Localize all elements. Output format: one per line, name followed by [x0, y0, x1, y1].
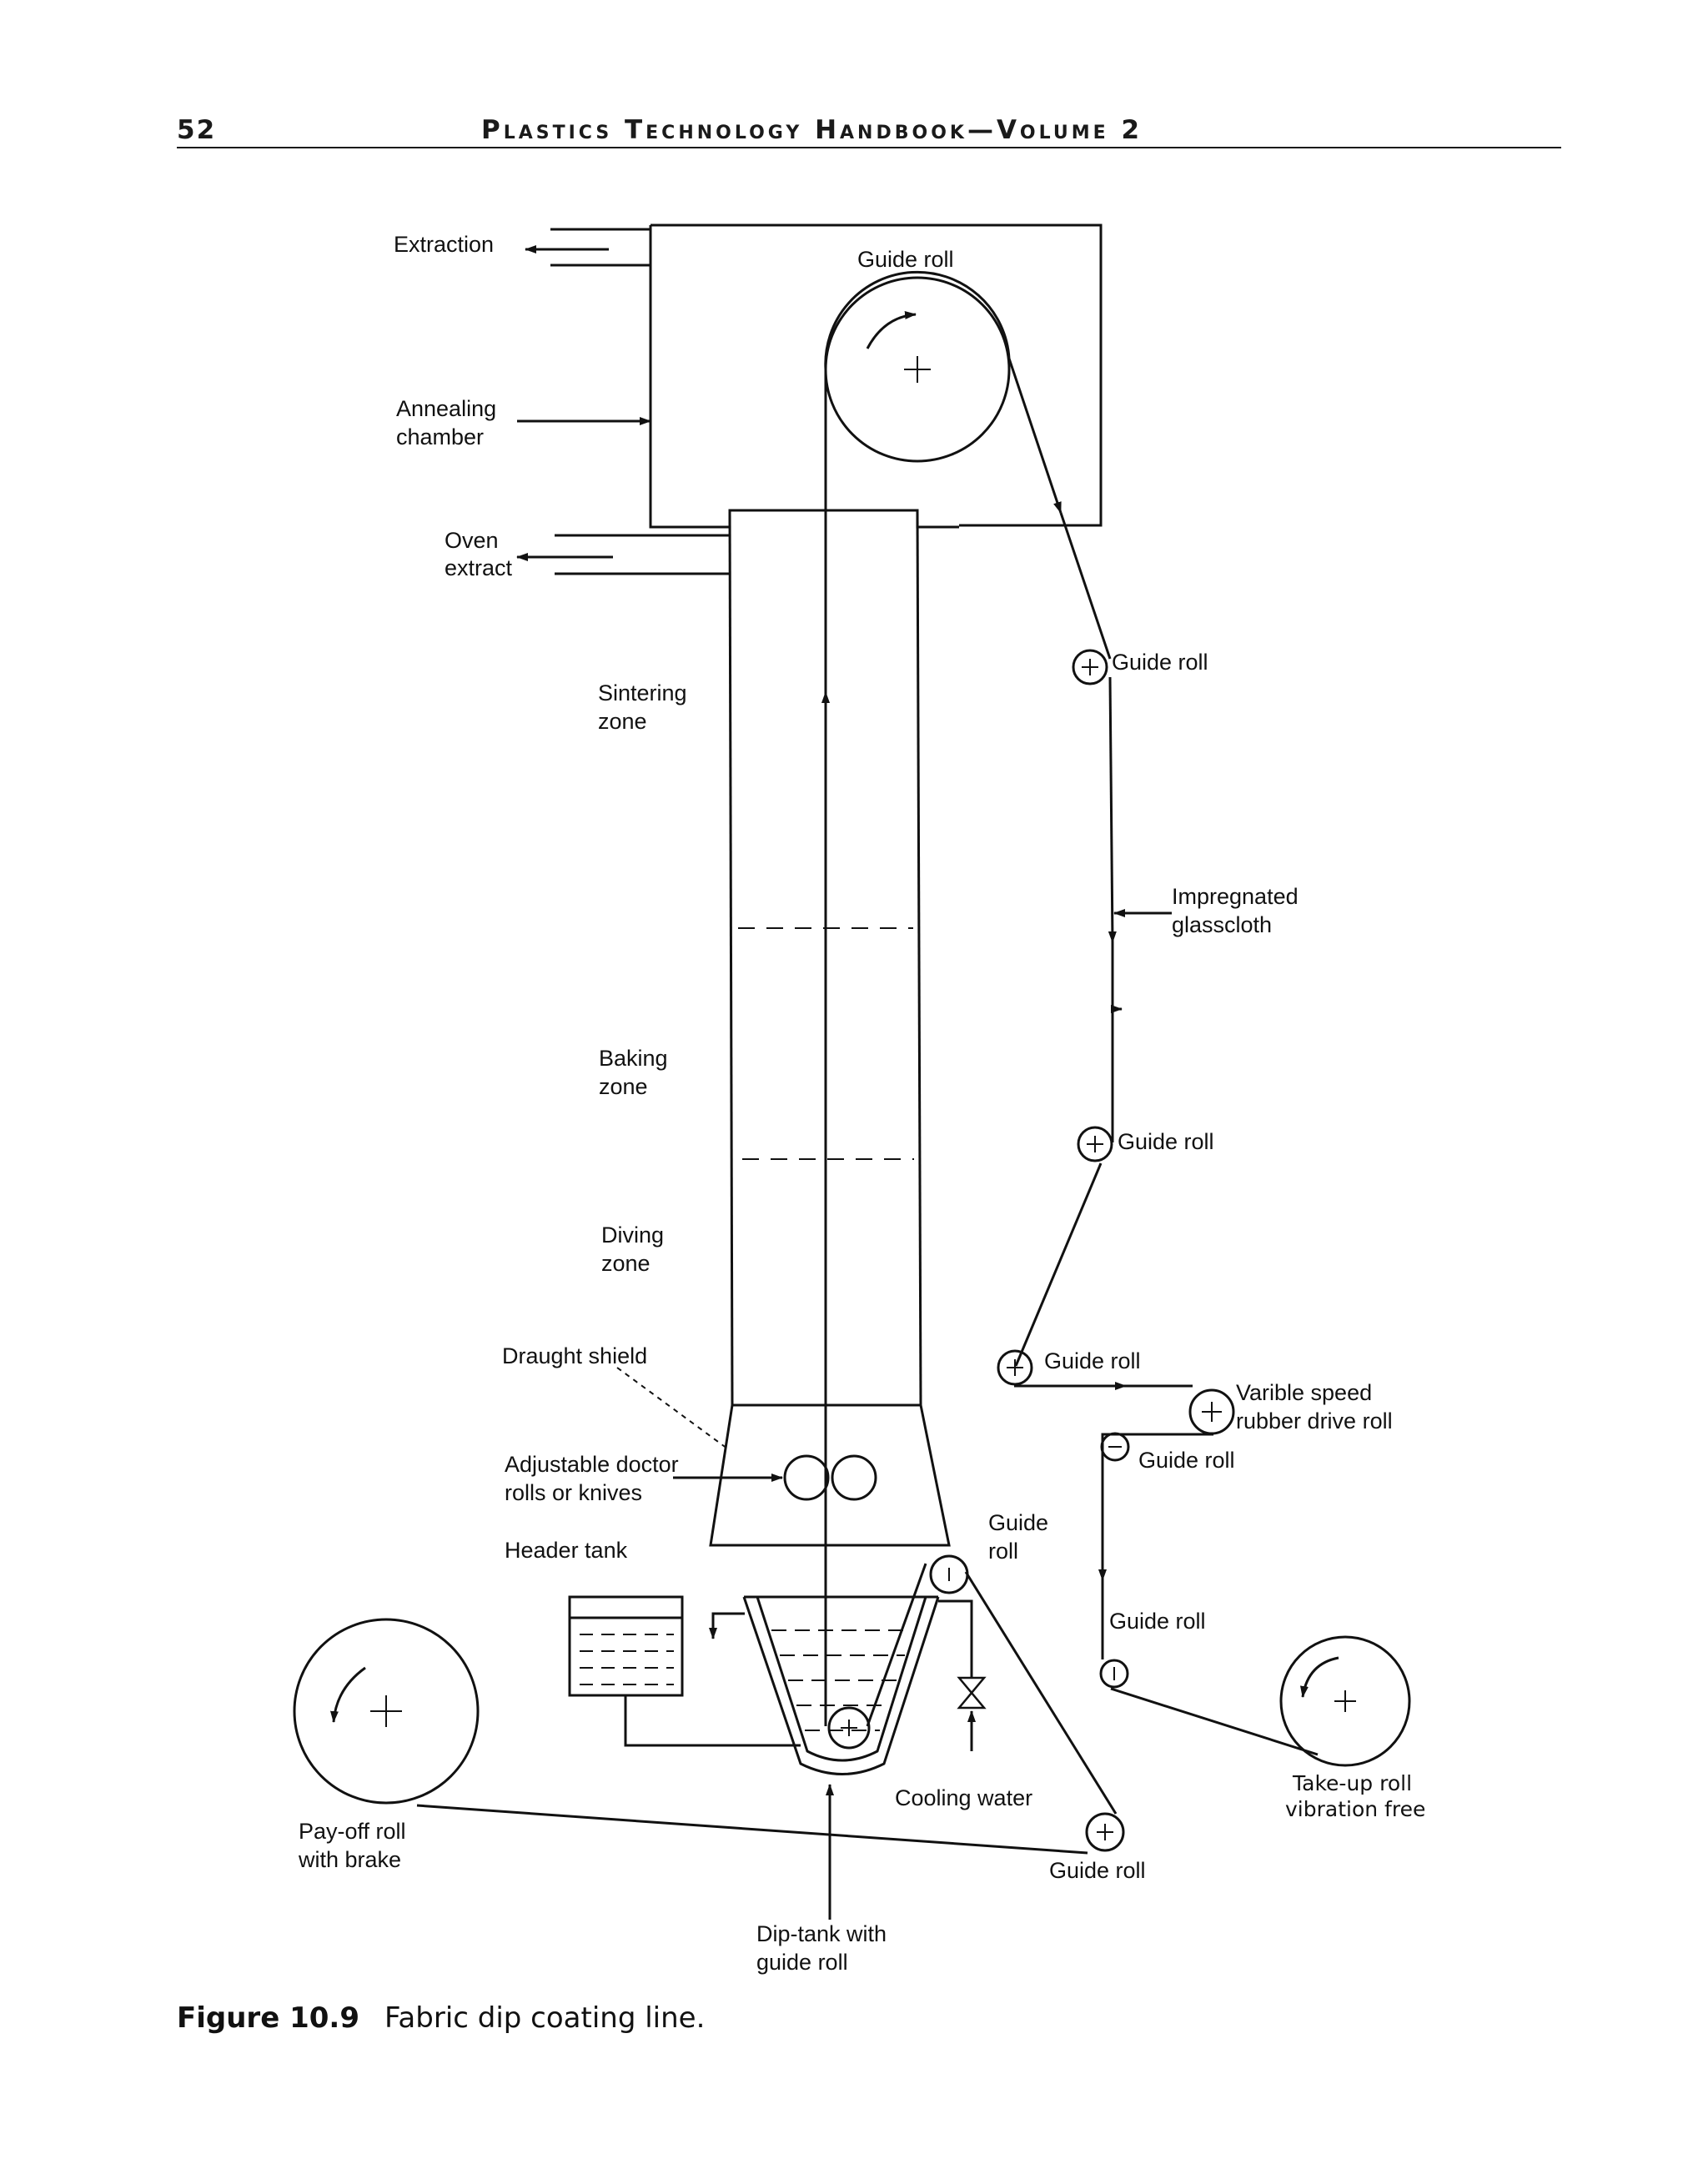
label-header-tank: Header tank [505, 1538, 628, 1563]
label-sintering-2: zone [598, 709, 647, 734]
label-diptank-2: guide roll [756, 1950, 848, 1975]
label-draught-shield: Draught shield [502, 1343, 647, 1368]
label-doctor-1: Adjustable doctor [505, 1452, 679, 1477]
dip-tank [742, 1595, 940, 1920]
label-sintering-1: Sintering [598, 680, 687, 705]
label-diving-1: Diving [601, 1223, 664, 1248]
pay-off-roll [293, 1618, 480, 1805]
top-guide-roll [824, 276, 1011, 463]
label-guide-tank-1: Guide [988, 1510, 1048, 1535]
label-diptank-1: Dip-tank with [756, 1921, 887, 1946]
guide-roll-r1 [1072, 649, 1108, 685]
figure-caption: Figure 10.9 Fabric dip coating line. [177, 2001, 705, 2035]
guide-roll-tank [929, 1554, 969, 1594]
guide-roll-r5 [1099, 1659, 1129, 1689]
label-guide-roll-top: Guide roll [857, 247, 954, 272]
label-guide-roll-r1: Guide roll [1112, 650, 1208, 675]
label-takeup-2: vibration free [1285, 1797, 1425, 1821]
label-varible-2: rubber drive roll [1236, 1408, 1393, 1433]
cooling-water-line [938, 1599, 987, 1751]
label-guide-roll-r3: Guide roll [1044, 1348, 1141, 1373]
oven-extract-duct [516, 534, 730, 575]
doctor-rolls [673, 1454, 877, 1501]
label-guide-roll-r5: Guide roll [1109, 1609, 1206, 1634]
label-cooling-water: Cooling water [895, 1785, 1032, 1810]
label-extraction: Extraction [394, 232, 494, 257]
label-baking-1: Baking [599, 1046, 668, 1071]
label-takeup-1: Take-up roll [1292, 1771, 1412, 1795]
running-title: Plastics Technology Handbook—Volume 2 [481, 115, 1143, 145]
label-annealing-1: Annealing [396, 396, 496, 421]
guide-roll-r3 [997, 1349, 1033, 1386]
label-oven-2: extract [445, 555, 513, 580]
label-baking-2: zone [599, 1074, 648, 1099]
label-guide-roll-r2: Guide roll [1118, 1129, 1214, 1154]
label-annealing-2: chamber [396, 424, 484, 449]
extraction-duct [525, 228, 651, 267]
label-guide-roll-bottom: Guide roll [1049, 1858, 1146, 1883]
take-up-roll [1279, 1635, 1411, 1767]
guide-roll-r2 [1077, 1126, 1113, 1162]
draught-shield [616, 1367, 951, 1547]
fabric-path [416, 270, 1319, 1855]
page-header: 52 Plastics Technology Handbook—Volume 2 [177, 115, 1561, 148]
label-payoff-2: with brake [298, 1847, 401, 1872]
figure-caption-text: Fabric dip coating line. [384, 2001, 706, 2035]
label-diving-2: zone [601, 1251, 651, 1276]
label-impregnated-2: glasscloth [1172, 912, 1272, 937]
label-guide-roll-r4: Guide roll [1138, 1448, 1235, 1473]
header-rule [177, 147, 1561, 148]
label-varible-1: Varible speed [1236, 1380, 1372, 1405]
guide-roll-bottom [1085, 1812, 1125, 1852]
label-payoff-1: Pay-off roll [299, 1819, 406, 1844]
guide-roll-r4 [1100, 1432, 1130, 1462]
page-number: 52 [177, 115, 217, 145]
label-guide-tank-2: roll [988, 1539, 1018, 1564]
header-tank [568, 1595, 801, 1747]
label-oven-1: Oven [445, 528, 499, 553]
rubber-drive-roll [1188, 1388, 1235, 1435]
label-impregnated-1: Impregnated [1172, 884, 1299, 909]
figure-number: Figure 10.9 [177, 2001, 359, 2035]
label-doctor-2: rolls or knives [505, 1480, 642, 1505]
